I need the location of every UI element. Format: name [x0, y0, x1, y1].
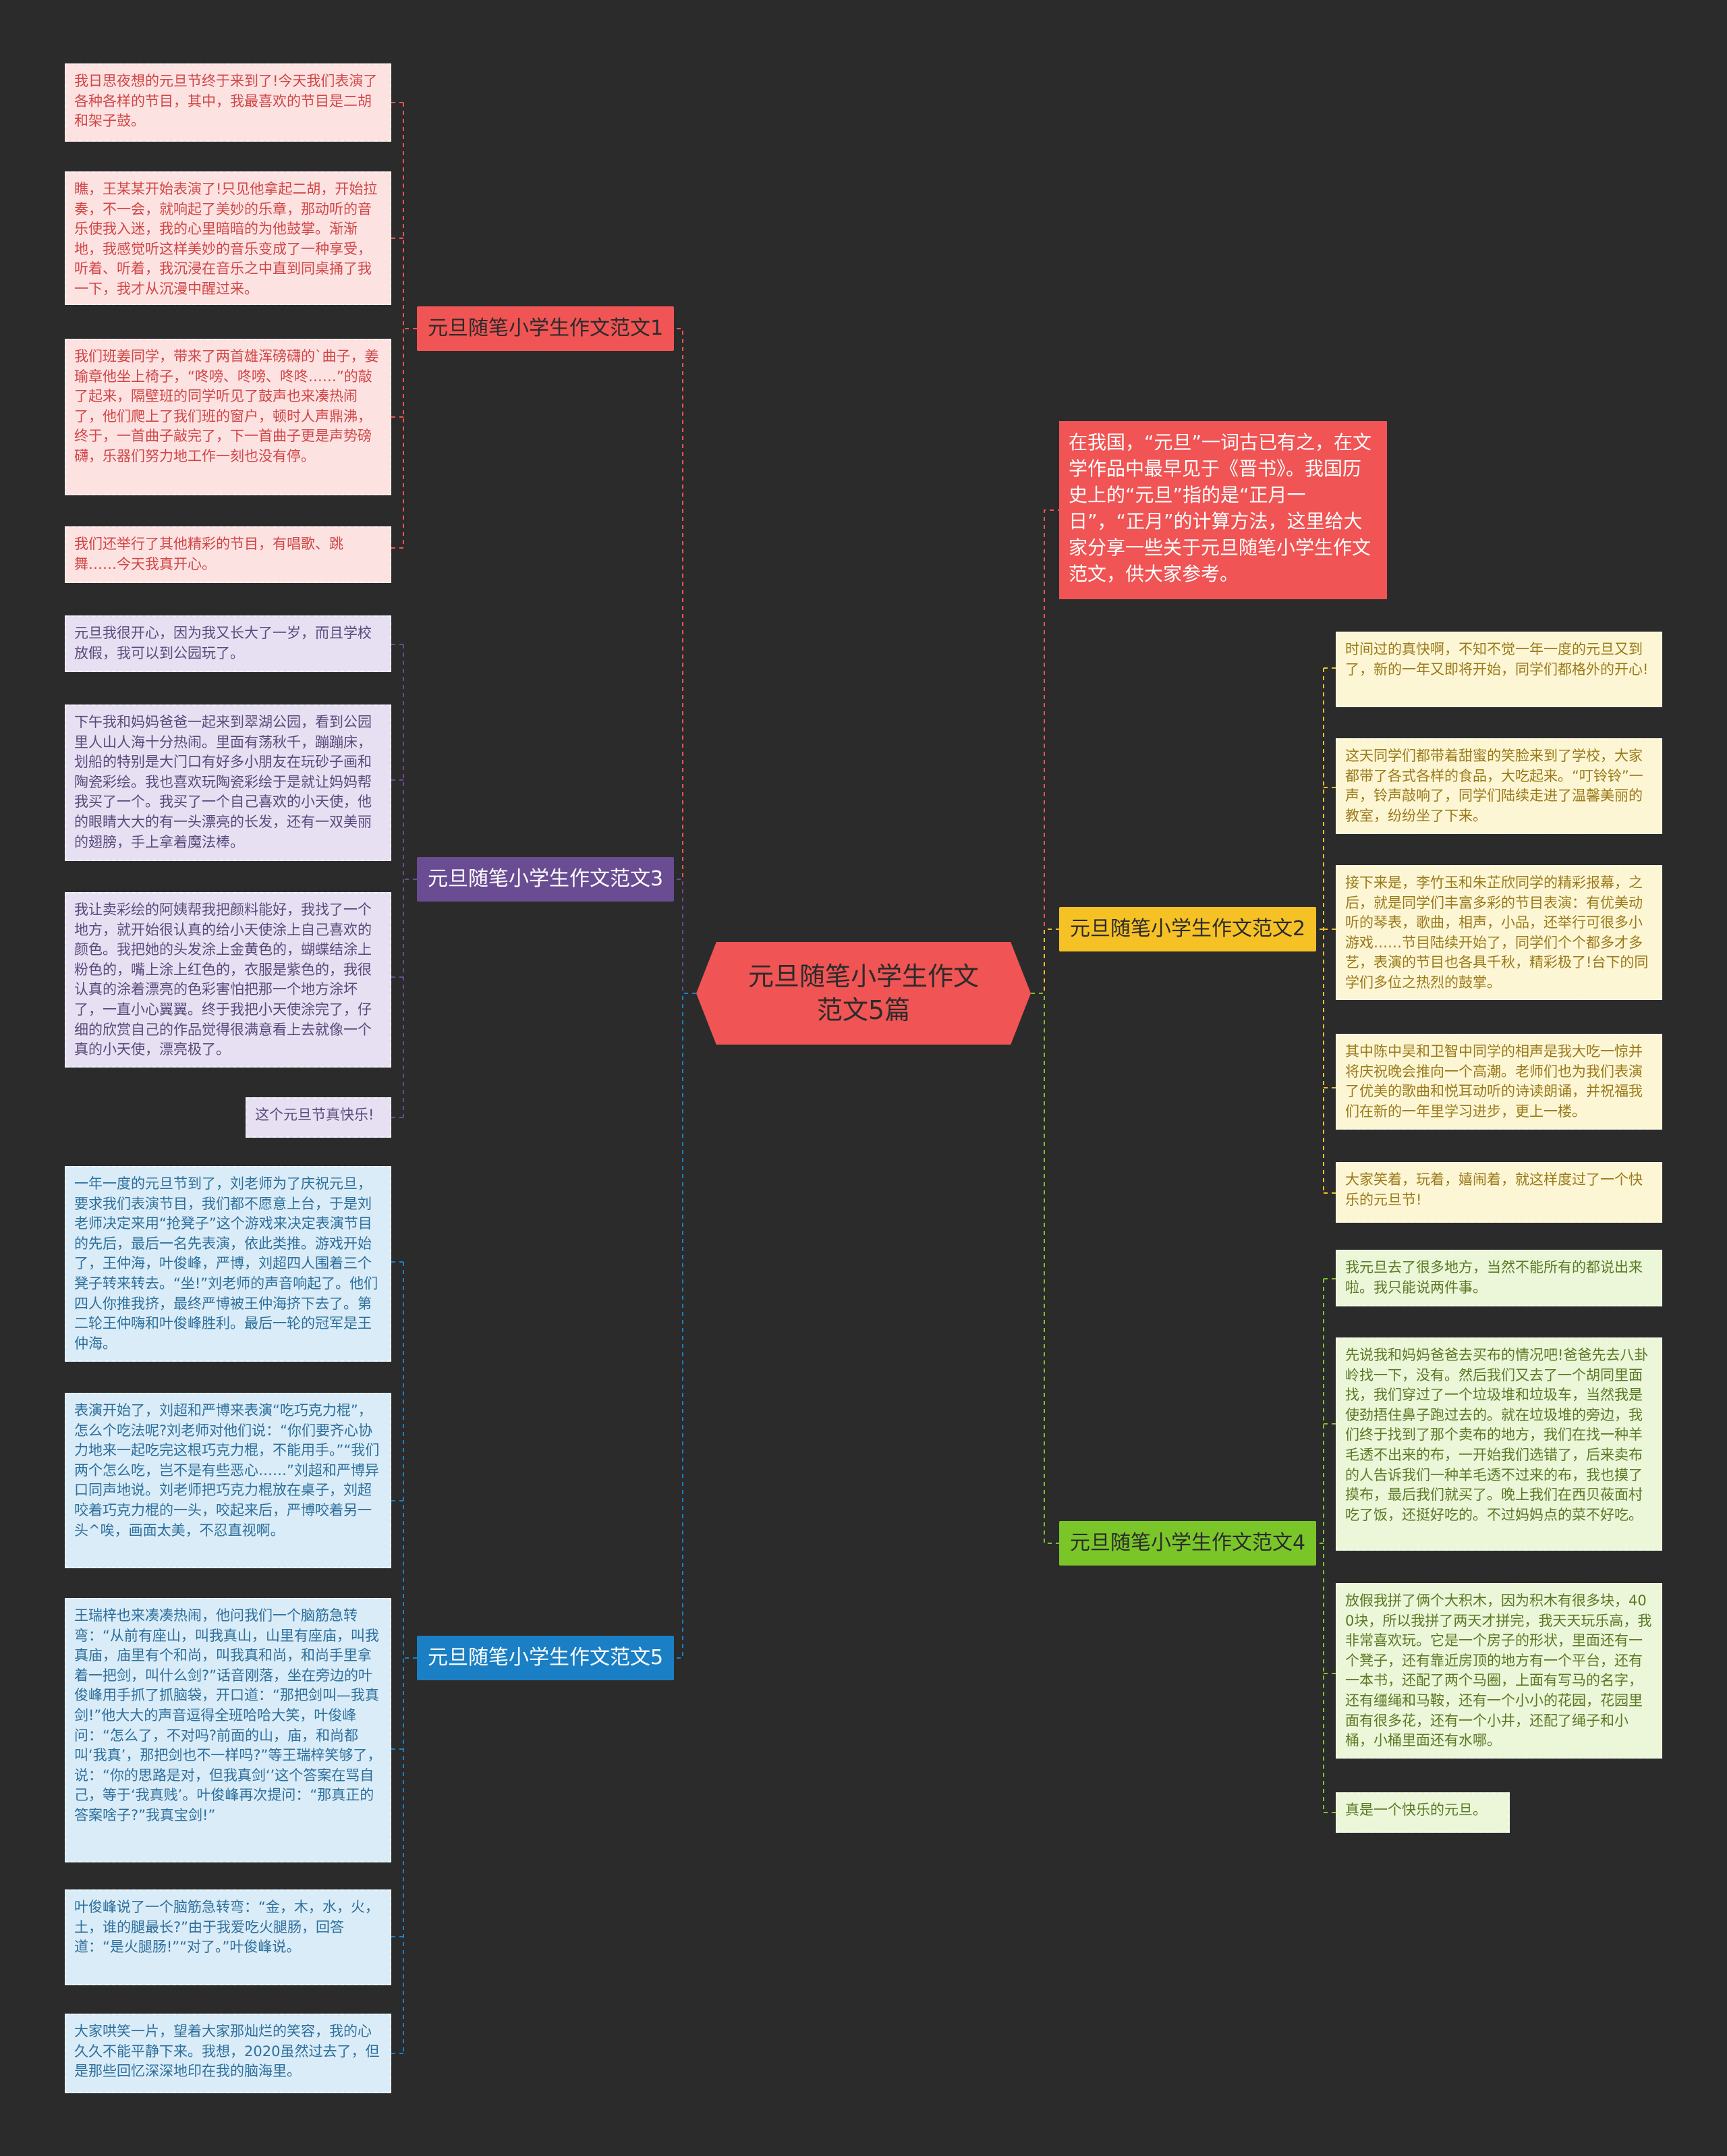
leaf-b1-2[interactable]: 瞧，王某某开始表演了!只见他拿起二胡，开始拉奏，不一会，就响起了美妙的乐章，那动… [65, 171, 391, 305]
leaf-b5-2[interactable]: 表演开始了，刘超和严博来表演“吃巧克力棍”，怎么个吃法呢?刘老师对他们说：“你们… [65, 1393, 391, 1568]
link-root-b3 [675, 879, 696, 994]
leaf-b2-5[interactable]: 大家笑着，玩着，嬉闹着，就这样度过了一个快乐的元旦节! [1336, 1162, 1662, 1223]
leaf-b3-3[interactable]: 我让卖彩绘的阿姨帮我把颜料能好，我找了一个地方，就开始很认真的给小天使涂上自己喜… [65, 892, 391, 1068]
leaf-b3-4[interactable]: 这个元旦节真快乐! [246, 1097, 391, 1138]
branch-essay-1[interactable]: 元旦随笔小学生作文范文1 [417, 306, 675, 351]
leaf-b5-4[interactable]: 叶俊峰说了一个脑筋急转弯：“金，木，水，火，土，谁的腿最长?”由于我爱吃火腿肠，… [65, 1889, 391, 1985]
link-root-b1 [675, 328, 696, 994]
leaf-b5-3[interactable]: 王瑞梓也来凑凑热闹，他问我们一个脑筋急转弯：“从前有座山，叫我真山，山里有座庙，… [65, 1598, 391, 1862]
branch-essay-5[interactable]: 元旦随笔小学生作文范文5 [417, 1636, 675, 1680]
link-b2-leaves [1311, 667, 1337, 1194]
leaf-b3-2[interactable]: 下午我和妈妈爸爸一起来到翠湖公园，看到公园里人山人海十分热闹。里面有荡秋千，蹦蹦… [65, 704, 391, 861]
link-b3-leaves [390, 644, 417, 1118]
branch-essay-3[interactable]: 元旦随笔小学生作文范文3 [417, 857, 675, 902]
leaf-b2-3[interactable]: 接下来是，李竹玉和朱芷欣同学的精彩报幕，之后，就是同学们丰富多彩的节目表演：有优… [1336, 865, 1662, 1000]
leaf-b5-1[interactable]: 一年一度的元旦节到了，刘老师为了庆祝元旦，要求我们表演节目，我们都不愿意上台，于… [65, 1166, 391, 1362]
leaf-b2-1[interactable]: 时间过的真快啊，不知不觉一年一度的元旦又到了，新的一年又即将开始，同学们都格外的… [1336, 632, 1662, 707]
leaf-b2-4[interactable]: 其中陈中昊和卫智中同学的相声是我大吃一惊并将庆祝晚会推向一个高潮。老师们也为我们… [1336, 1034, 1662, 1130]
leaf-b4-4[interactable]: 真是一个快乐的元旦。 [1336, 1792, 1510, 1833]
link-root-intro [1031, 509, 1059, 994]
intro-topic[interactable]: 在我国，“元旦”一词古已有之，在文学作品中最早见于《晋书》。我国历史上的“元旦”… [1059, 421, 1387, 599]
link-b5-leaves [390, 1261, 417, 2054]
leaf-b4-3[interactable]: 放假我拼了俩个大积木，因为积木有很多块，400块，所以我拼了两天才拼完，我天天玩… [1336, 1583, 1662, 1759]
root-topic[interactable]: 元旦随笔小学生作文范文5篇 [696, 942, 1031, 1045]
leaf-b4-1[interactable]: 我元旦去了很多地方，当然不能所有的都说出来啦。我只能说两件事。 [1336, 1250, 1662, 1306]
link-root-b4 [1031, 993, 1059, 1544]
leaf-b4-2[interactable]: 先说我和妈妈爸爸去买布的情况吧!爸爸先去八卦岭找一下，没有。然后我们又去了一个胡… [1336, 1337, 1662, 1551]
leaf-b2-2[interactable]: 这天同学们都带着甜蜜的笑脸来到了学校，大家都带了各式各样的食品，大吃起来。“叮铃… [1336, 738, 1662, 834]
leaf-b1-4[interactable]: 我们还举行了其他精彩的节目，有唱歌、跳舞……今天我真开心。 [65, 526, 391, 583]
leaf-b5-5[interactable]: 大家哄笑一片，望着大家那灿烂的笑容，我的心久久不能平静下来。我想，2020虽然过… [65, 2014, 391, 2093]
leaf-b1-3[interactable]: 我们班姜同学，带来了两首雄浑磅礴的`曲子，姜瑜章他坐上椅子，“咚嗙、咚嗙、咚咚…… [65, 339, 391, 495]
leaf-b3-1[interactable]: 元旦我很开心，因为我又长大了一岁，而且学校放假，我可以到公园玩了。 [65, 615, 391, 672]
link-root-b5 [675, 993, 696, 1659]
branch-essay-4[interactable]: 元旦随笔小学生作文范文4 [1059, 1521, 1317, 1566]
branch-essay-2[interactable]: 元旦随笔小学生作文范文2 [1059, 907, 1317, 951]
link-b1-leaves [390, 102, 417, 549]
link-root-b2 [1031, 929, 1059, 994]
leaf-b1-1[interactable]: 我日思夜想的元旦节终于来到了!今天我们表演了各种各样的节目，其中，我最喜欢的节目… [65, 63, 391, 142]
